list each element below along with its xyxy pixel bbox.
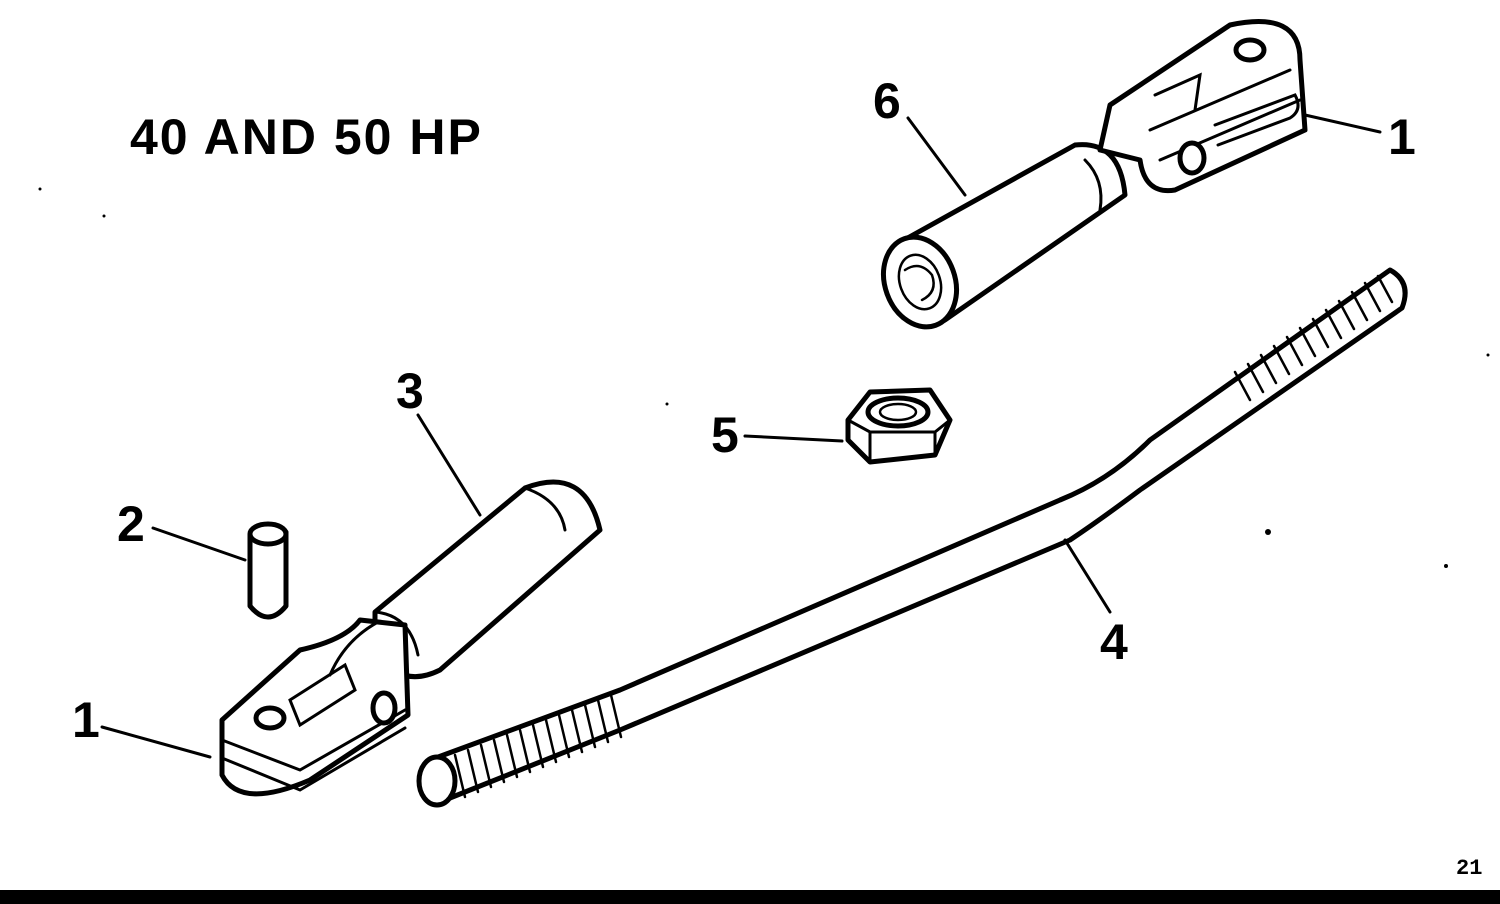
figure-number: 21	[1456, 856, 1483, 881]
rod-part-4	[416, 267, 1408, 808]
leader-line-5	[743, 434, 844, 443]
leader-line-4	[1063, 538, 1112, 614]
callout-1-bottom: 1	[72, 692, 100, 748]
callout-4: 4	[1100, 614, 1128, 670]
coupler-part-6	[881, 142, 1128, 330]
nut-part-5	[845, 387, 953, 465]
clevis-part-1-top	[1097, 19, 1308, 194]
leader-line-1-top	[1303, 113, 1382, 134]
leader-line-3	[416, 413, 482, 517]
scan-specks	[38, 187, 1490, 568]
clevis-part-1-bottom	[219, 617, 411, 797]
callout-3: 3	[396, 363, 424, 419]
coupler-part-3	[372, 479, 603, 680]
leader-lines	[100, 113, 1382, 759]
callout-2: 2	[117, 496, 145, 552]
callout-1-top: 1	[1388, 109, 1416, 165]
bottom-border-bar	[0, 890, 1500, 904]
leader-line-1-bottom	[100, 725, 212, 759]
leader-line-6	[906, 116, 967, 197]
leader-line-2	[151, 526, 247, 562]
callout-6: 6	[873, 73, 901, 129]
pin-part-2	[247, 521, 289, 620]
diagram-title: 40 AND 50 HP	[130, 109, 483, 165]
callout-5: 5	[711, 407, 739, 463]
